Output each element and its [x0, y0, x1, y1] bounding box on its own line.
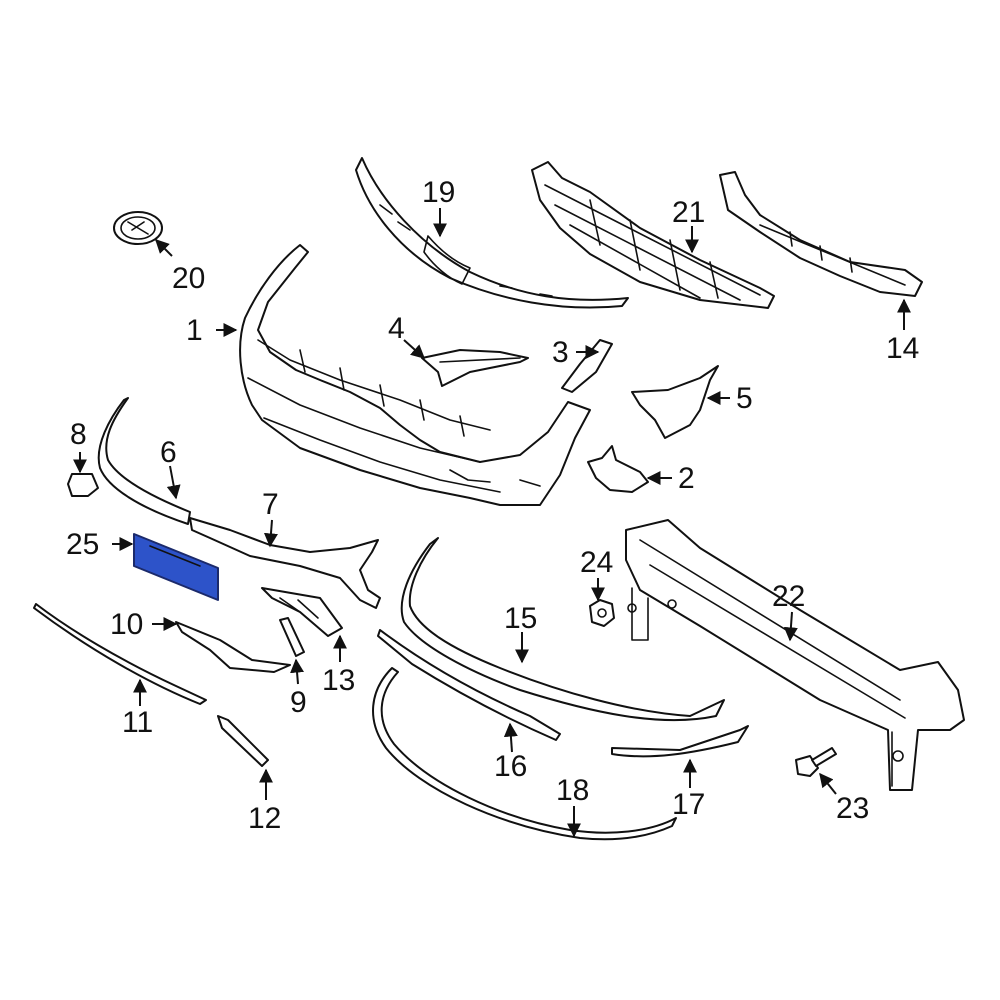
callout-1[interactable]: 1 — [186, 314, 203, 347]
part-23-bolt — [795, 747, 837, 777]
leader-16 — [503, 722, 518, 753]
part-2-side-bracket — [587, 445, 649, 493]
callout-24[interactable]: 24 — [580, 546, 613, 579]
callout-12[interactable]: 12 — [248, 802, 281, 835]
callout-18[interactable]: 18 — [556, 774, 589, 807]
callout-15[interactable]: 15 — [504, 602, 537, 635]
callout-5[interactable]: 5 — [736, 382, 753, 415]
callout-6[interactable]: 6 — [160, 436, 177, 469]
part-16-trim-strip — [377, 629, 561, 741]
part-15-lower-valance — [400, 537, 725, 722]
part-9-clip — [279, 617, 305, 657]
part-18-skid-strip — [372, 667, 677, 841]
leader-23 — [819, 772, 837, 795]
part-4-bracket — [421, 349, 529, 387]
callout-17[interactable]: 17 — [672, 788, 705, 821]
part-6-molding — [97, 397, 191, 525]
part-12-strip — [217, 715, 269, 767]
part-24-nut — [589, 599, 615, 627]
part-7-grille-frame — [189, 517, 381, 609]
leader-20 — [155, 239, 173, 257]
leader-6 — [166, 465, 181, 500]
callout-3[interactable]: 3 — [552, 336, 569, 369]
callout-20[interactable]: 20 — [172, 262, 205, 295]
callout-labels: 1 2 3 4 5 6 7 8 9 10 11 12 13 14 15 16 1… — [66, 176, 919, 835]
callout-13[interactable]: 13 — [322, 664, 355, 697]
leader-4 — [403, 339, 426, 359]
callout-7[interactable]: 7 — [262, 488, 279, 521]
callout-19[interactable]: 19 — [422, 176, 455, 209]
callout-23[interactable]: 23 — [836, 792, 869, 825]
callout-4[interactable]: 4 — [388, 312, 405, 345]
callout-9[interactable]: 9 — [290, 686, 307, 719]
part-8-cap — [67, 473, 99, 497]
callout-14[interactable]: 14 — [886, 332, 919, 365]
part-5-side-bracket — [631, 365, 719, 439]
part-1-bumper-cover — [239, 244, 591, 506]
part-19-upper-trim — [355, 157, 629, 309]
callout-25[interactable]: 25 — [66, 528, 99, 561]
part-14-absorber-bracket — [719, 171, 923, 297]
part-17-trim-strip — [611, 725, 749, 758]
callout-8[interactable]: 8 — [70, 418, 87, 451]
part-10-lamp-bezel — [175, 621, 291, 673]
part-20-emblem — [113, 211, 163, 245]
leader-9 — [290, 658, 305, 685]
callout-21[interactable]: 21 — [672, 196, 705, 229]
part-25-license-bracket — [133, 533, 219, 601]
leader-7 — [263, 519, 278, 548]
callout-10[interactable]: 10 — [110, 608, 143, 641]
part-11-lower-strip — [33, 603, 207, 705]
callout-16[interactable]: 16 — [494, 750, 527, 783]
callout-11[interactable]: 11 — [122, 706, 153, 739]
part-22-reinforcement-beam — [625, 519, 965, 791]
callout-22[interactable]: 22 — [772, 580, 805, 613]
part-21-energy-absorber — [531, 161, 775, 309]
part-3-bracket — [561, 339, 613, 393]
callout-2[interactable]: 2 — [678, 462, 695, 495]
part-13-grille-insert — [261, 587, 343, 637]
leader-22 — [783, 611, 798, 642]
leader-lines — [73, 208, 911, 838]
